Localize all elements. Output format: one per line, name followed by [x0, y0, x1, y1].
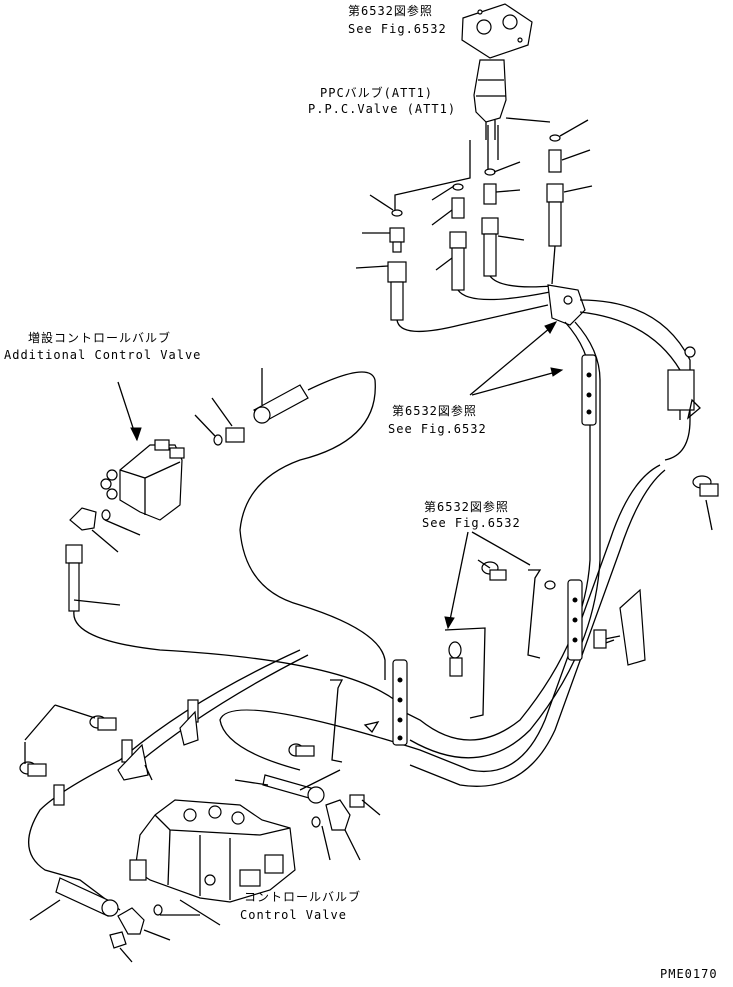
- hose-right-inner: [579, 311, 681, 420]
- bracket-mid: [330, 679, 344, 763]
- bolt-right: [692, 475, 719, 531]
- hose-addl-1: [239, 371, 386, 680]
- hose-addl-2: [73, 610, 396, 701]
- hose-c: [489, 275, 553, 288]
- ref-arrowhead-2: [550, 367, 564, 377]
- ref-arrowhead-1: [544, 321, 558, 334]
- hose-lower-left-2: [129, 654, 309, 771]
- addl-valve-arrowhead: [130, 427, 142, 442]
- hose-long-4: [409, 559, 601, 759]
- ref-top-jp: 第6532図参照: [348, 4, 433, 18]
- ppc-valve-body: [473, 59, 507, 140]
- ref-arrow-4: [471, 531, 531, 566]
- ref-arrow-1: [469, 327, 551, 396]
- clamp-right-block: [667, 346, 701, 420]
- addl-valve-label-en: Additional Control Valve: [4, 348, 202, 362]
- addl-valve-label-jp: 増設コントロールバルブ: [28, 331, 172, 345]
- hose-long-1: [219, 464, 661, 772]
- hose-a: [396, 304, 549, 333]
- bolt-mid: [288, 743, 315, 757]
- hose-lower-left: [27, 649, 301, 911]
- clamp-strip-lower-right: [567, 579, 583, 661]
- addl-valve-fittings: [65, 368, 309, 612]
- ref-arrow-3: [449, 531, 469, 621]
- ref-top-en: See Fig.6532: [348, 22, 447, 36]
- control-valve-label-en: Control Valve: [240, 908, 347, 922]
- ppc-valve-plate: [461, 3, 533, 59]
- bolt-lower-center: [448, 559, 507, 677]
- hose-b: [457, 289, 551, 301]
- ref-low-jp: 第6532図参照: [424, 500, 509, 514]
- ppc-leader-left: [394, 140, 471, 210]
- ref-low-en: See Fig.6532: [422, 516, 521, 530]
- hose-clamp-center: [547, 284, 586, 326]
- bracket-s: [444, 569, 556, 719]
- ppc-valve-label-en: P.P.C.Valve (ATT1): [308, 102, 457, 116]
- fittings-row: [387, 134, 564, 321]
- lower-left-bolts: [19, 704, 153, 781]
- lower-left-clamps: [53, 699, 199, 806]
- control-valve-label-jp: コントロールバルブ: [244, 890, 362, 904]
- small-clip-1: [363, 721, 380, 734]
- control-valve-body: [129, 799, 296, 903]
- bottom-fittings: [29, 877, 221, 963]
- fittings-leaders: [355, 119, 593, 271]
- hose-vertical-2: [574, 321, 601, 560]
- control-valve-fittings: [234, 769, 381, 861]
- ref-arrow-2: [471, 371, 557, 396]
- ppc-valve-label-jp: PPCバルブ(ATT1): [320, 86, 434, 100]
- additional-control-valve: [100, 439, 185, 521]
- hose-long-2: [409, 469, 666, 787]
- ref-mid-jp: 第6532図参照: [392, 404, 477, 418]
- hose-d: [551, 245, 556, 285]
- drawing-code: PME0170: [660, 967, 718, 981]
- plate-right: [593, 588, 646, 666]
- ref-mid-en: See Fig.6532: [388, 422, 487, 436]
- ppc-outlet-lines: [487, 117, 551, 170]
- clamp-strip-upper: [581, 354, 597, 426]
- ref-arrowhead-3: [444, 616, 455, 630]
- clamp-strip-middle: [392, 659, 408, 746]
